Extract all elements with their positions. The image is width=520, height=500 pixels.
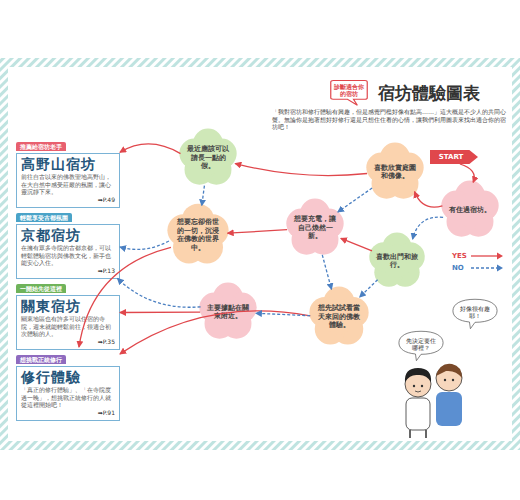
question-flower: 有住過宿坊。	[440, 180, 500, 240]
legend-arrow-head	[497, 253, 503, 260]
question-flower: 最近應該可以請長一點的假。	[178, 128, 238, 188]
page-reference: ➡P.91	[21, 409, 115, 417]
page-reference: ➡P.13	[21, 267, 115, 275]
result-description: 前往自古以來的佛教聖地高野山，在大自然中感受莊嚴的氛圍，讓心靈沉靜下來。	[21, 173, 115, 196]
child-eye	[413, 385, 415, 387]
flower-text: 想先試試看當天來回的佛教體驗。	[317, 304, 361, 330]
result-tag: 一開始先從這裡	[16, 284, 66, 293]
result-description: 「真正的修行體驗」、「在寺院度過一晚」，想挑戰正統修行的人就從這裡開始吧！	[21, 386, 115, 409]
result-title: 高野山宿坊	[21, 156, 115, 173]
yes-arrow	[120, 144, 181, 154]
result-frame: 關東宿坊關東地區也有許多可以住宿的寺院，週末就能輕鬆前往，很適合初次體驗的人。➡…	[16, 295, 120, 350]
legend-text: NO	[452, 264, 470, 272]
start-arrow-shape	[430, 150, 478, 164]
start-banner: START	[430, 150, 478, 164]
flower-text: 最近應該可以請長一點的假。	[186, 145, 230, 171]
no-arrow	[338, 188, 372, 212]
yes-arrow	[235, 164, 367, 176]
result-box: 輕鬆享受古都氛圍京都宿坊在擁有眾多寺院的古都京都，可以輕鬆體驗宿坊與佛教文化，新…	[16, 205, 120, 279]
child-eye	[444, 379, 446, 381]
child-leg	[409, 430, 411, 438]
result-box: 一開始先從這裡關東宿坊關東地區也有許多可以住宿的寺院，週末就能輕鬆前往，很適合初…	[16, 276, 120, 350]
no-arrow	[256, 313, 310, 315]
title-badge: 診斷適合你的宿坊	[330, 80, 368, 106]
legend: YES NO	[452, 250, 504, 274]
yes-arrow	[228, 230, 287, 234]
result-tag: 輕鬆享受古都氛圍	[16, 213, 72, 222]
legend-line	[471, 255, 498, 256]
flower-text: 喜歡出門和旅行。	[375, 253, 419, 270]
question-flower: 喜歡欣賞庭園和佛像。	[365, 142, 425, 202]
result-tag: 想挑戰正統修行	[16, 355, 66, 364]
question-flower: 想要忘卻俗世的一切，沉浸在佛教的世界中。	[166, 203, 230, 267]
bubble-outline	[453, 299, 497, 328]
legend-row: NO	[452, 262, 504, 274]
page-reference: ➡P.49	[21, 196, 115, 204]
bubble-text: 好像很有趣耶！	[459, 305, 491, 324]
result-description: 在擁有眾多寺院的古都京都，可以輕鬆體驗宿坊與佛教文化，新手也能安心入住。	[21, 244, 115, 267]
question-flower: 喜歡出門和旅行。	[368, 232, 426, 290]
yes-arrow	[415, 192, 443, 207]
no-arrow	[360, 280, 378, 297]
flower-center	[381, 245, 413, 277]
yes-arrow	[460, 164, 474, 182]
child-mouth	[415, 391, 421, 392]
flower-text: 喜歡欣賞庭園和佛像。	[373, 164, 417, 181]
question-flower: 主要據點在關東附近。	[198, 282, 258, 342]
child-body	[406, 398, 430, 430]
yes-arrow	[120, 311, 200, 313]
legend-arrow-head	[497, 265, 503, 272]
stripe-band	[0, 58, 520, 450]
yes-arrow	[341, 238, 372, 251]
child-hair	[405, 368, 431, 382]
no-arrow	[118, 279, 201, 308]
flower-text: 想要充電，讓自己煥然一新。	[293, 215, 337, 241]
result-frame: 修行體驗「真正的修行體驗」、「在寺院度過一晚」，想挑戰正統修行的人就從這裡開始吧…	[16, 366, 120, 421]
bubble-outline	[399, 331, 443, 360]
question-flower: 想要充電，讓自己煥然一新。	[285, 198, 345, 258]
no-arrow	[202, 186, 205, 206]
child-eye	[452, 379, 454, 381]
no-arrow	[413, 217, 444, 239]
page-panel	[8, 67, 512, 441]
child-body	[436, 392, 462, 426]
intro-note: 「我對宿坊和修行體驗有興趣，但是感覺門檻好像有點高……」這大概是不少人的共同心聲…	[272, 108, 506, 131]
badge-bubble	[331, 81, 367, 106]
no-arrow	[120, 241, 169, 249]
question-flower: 想先試試看當天來回的佛教體驗。	[308, 286, 370, 348]
speech-bubble: 先決定要住哪裡？	[398, 330, 444, 362]
result-box: 想挑戰正統修行修行體驗「真正的修行體驗」、「在寺院度過一晚」，想挑戰正統修行的人…	[16, 347, 120, 421]
result-tag: 推薦給宿坊老手	[16, 142, 66, 151]
flower-text: 主要據點在關東附近。	[206, 304, 250, 321]
legend-sample	[470, 263, 504, 273]
legend-sample	[470, 251, 504, 261]
flower-text: 有住過宿坊。	[448, 206, 492, 215]
speech-bubble: 好像很有趣耶！	[452, 298, 498, 330]
result-description: 關東地區也有許多可以住宿的寺院，週末就能輕鬆前往，很適合初次體驗的人。	[21, 315, 115, 338]
result-box: 推薦給宿坊老手高野山宿坊前往自古以來的佛教聖地高野山，在大自然中感受莊嚴的氛圍，…	[16, 134, 120, 208]
child-hair	[436, 364, 462, 378]
result-title: 關東宿坊	[21, 298, 115, 315]
legend-row: YES	[452, 250, 504, 262]
result-title: 京都宿坊	[21, 227, 115, 244]
legend-text: YES	[452, 252, 470, 260]
legend-line	[471, 267, 498, 268]
child-eye	[421, 385, 423, 387]
badge-text: 診斷適合你的宿坊	[334, 83, 364, 97]
no-arrow	[322, 255, 331, 289]
result-frame: 京都宿坊在擁有眾多寺院的古都京都，可以輕鬆體驗宿坊與佛教文化，新手也能安心入住。…	[16, 224, 120, 279]
start-text: START	[439, 150, 470, 164]
diagram-title: 宿坊體驗圖表	[378, 82, 480, 104]
child-leg	[425, 430, 427, 438]
page-reference: ➡P.35	[21, 338, 115, 346]
result-frame: 高野山宿坊前往自古以來的佛教聖地高野山，在大自然中感受莊嚴的氛圍，讓心靈沉靜下來…	[16, 153, 120, 208]
bubble-text: 先決定要住哪裡？	[405, 337, 437, 356]
result-title: 修行體驗	[21, 369, 115, 386]
flower-text: 想要忘卻俗世的一切，沉浸在佛教的世界中。	[176, 218, 220, 252]
